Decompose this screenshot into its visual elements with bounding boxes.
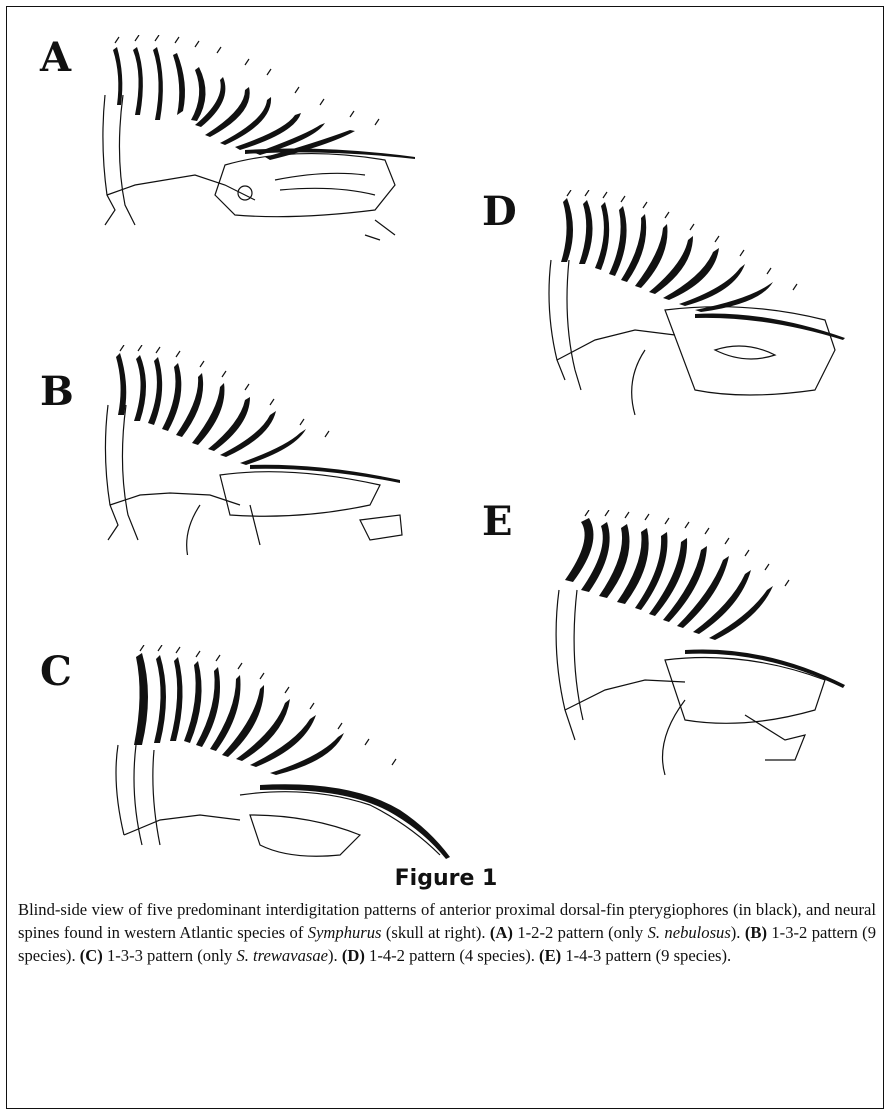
caption-genus: Symphurus [308,923,382,942]
caption-text: 1-3-3 pattern (only [103,946,237,965]
caption-text: ). [731,923,745,942]
caption-species: S. trewavasae [236,946,328,965]
caption-panel-ref: (C) [80,946,103,965]
panel-label-e: E [482,502,513,542]
caption-panel-ref: (E) [539,946,561,965]
skeleton-drawing-c [110,645,460,865]
skeleton-drawing-d [545,190,855,420]
caption-text: ). [328,946,342,965]
panel-label-d: D [482,192,517,232]
caption-panel-ref: (A) [490,923,513,942]
panel-label-b: B [40,372,74,412]
panel-label-a: A [40,38,71,78]
caption-panel-ref: (D) [342,946,365,965]
caption-species: S. nebulosus [648,923,731,942]
caption-text: 1-2-2 pattern (only [513,923,648,942]
caption-text: 1-4-2 pattern (4 species). [365,946,539,965]
panel-label-c: C [40,652,72,692]
caption-text: 1-4-3 pattern (9 species). [561,946,731,965]
skeleton-drawing-b [100,345,410,555]
figure-title: Figure 1 [0,866,892,891]
caption-panel-ref: (B) [745,923,767,942]
skeleton-drawing-e [545,510,855,780]
figure-caption: Blind-side view of five predominant inte… [18,898,876,967]
caption-text: (skull at right). [382,923,490,942]
skeleton-drawing-a [95,35,415,245]
